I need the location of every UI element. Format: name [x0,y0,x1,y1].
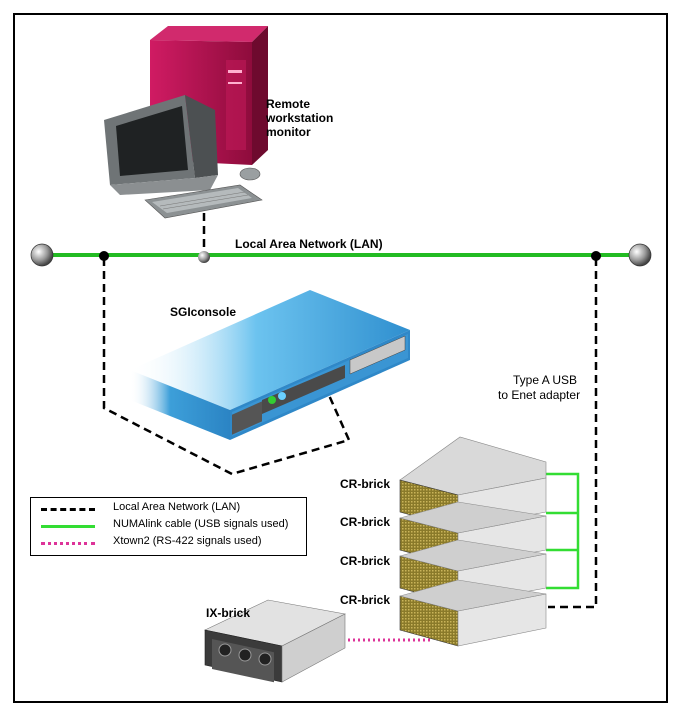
lan-endpoint-left [30,243,54,267]
lan-label: Local Area Network (LAN) [235,237,383,251]
lan-tap-workstation [198,251,210,263]
legend-item-lan: Local Area Network (LAN) [41,501,301,517]
workstation-label-line2: workstation [266,111,334,125]
workstation-label-line3: monitor [266,125,311,139]
cr-brick-4 [399,579,547,647]
lan-cable-console [102,258,351,476]
legend-label-lan: Local Area Network (LAN) [113,501,241,513]
cr-brick-label-3: CR-brick [340,554,391,568]
legend: Local Area Network (LAN) NUMAlink cable … [30,497,307,556]
ix-brick-label: IX-brick [206,606,251,620]
workstation-label-line1: Remote [266,97,311,111]
legend-swatch-numalink [41,525,95,528]
cr-brick-stack [399,436,547,647]
ix-brick-device [204,599,346,683]
lan-tap-left [99,251,109,261]
cr-brick-label-1: CR-brick [340,477,391,491]
mouse [239,167,261,181]
adapter-label-line1: Type A USB [513,373,578,387]
numalink-cables [546,472,580,590]
legend-item-numalink: NUMAlink cable (USB signals used) [41,518,301,534]
legend-swatch-lan [41,508,95,511]
lan-tap-right [591,251,601,261]
keyboard [144,184,263,219]
legend-swatch-xtown2 [41,542,95,545]
adapter-label-line2: to Enet adapter [498,388,581,402]
legend-label-xtown2: Xtown2 (RS-422 signals used) [113,535,262,547]
cr-brick-label-2: CR-brick [340,515,391,529]
legend-item-xtown2: Xtown2 (RS-422 signals used) [41,535,301,551]
diagram-frame [13,13,668,703]
cr-brick-label-4: CR-brick [340,593,391,607]
legend-label-numalink: NUMAlink cable (USB signals used) [113,518,289,530]
sgiconsole-label: SGIconsole [170,305,237,319]
crt-monitor [104,95,218,195]
lan-cable-crbrick [548,258,598,609]
lan-endpoint-right [628,243,652,267]
sgiconsole-device [130,290,410,440]
